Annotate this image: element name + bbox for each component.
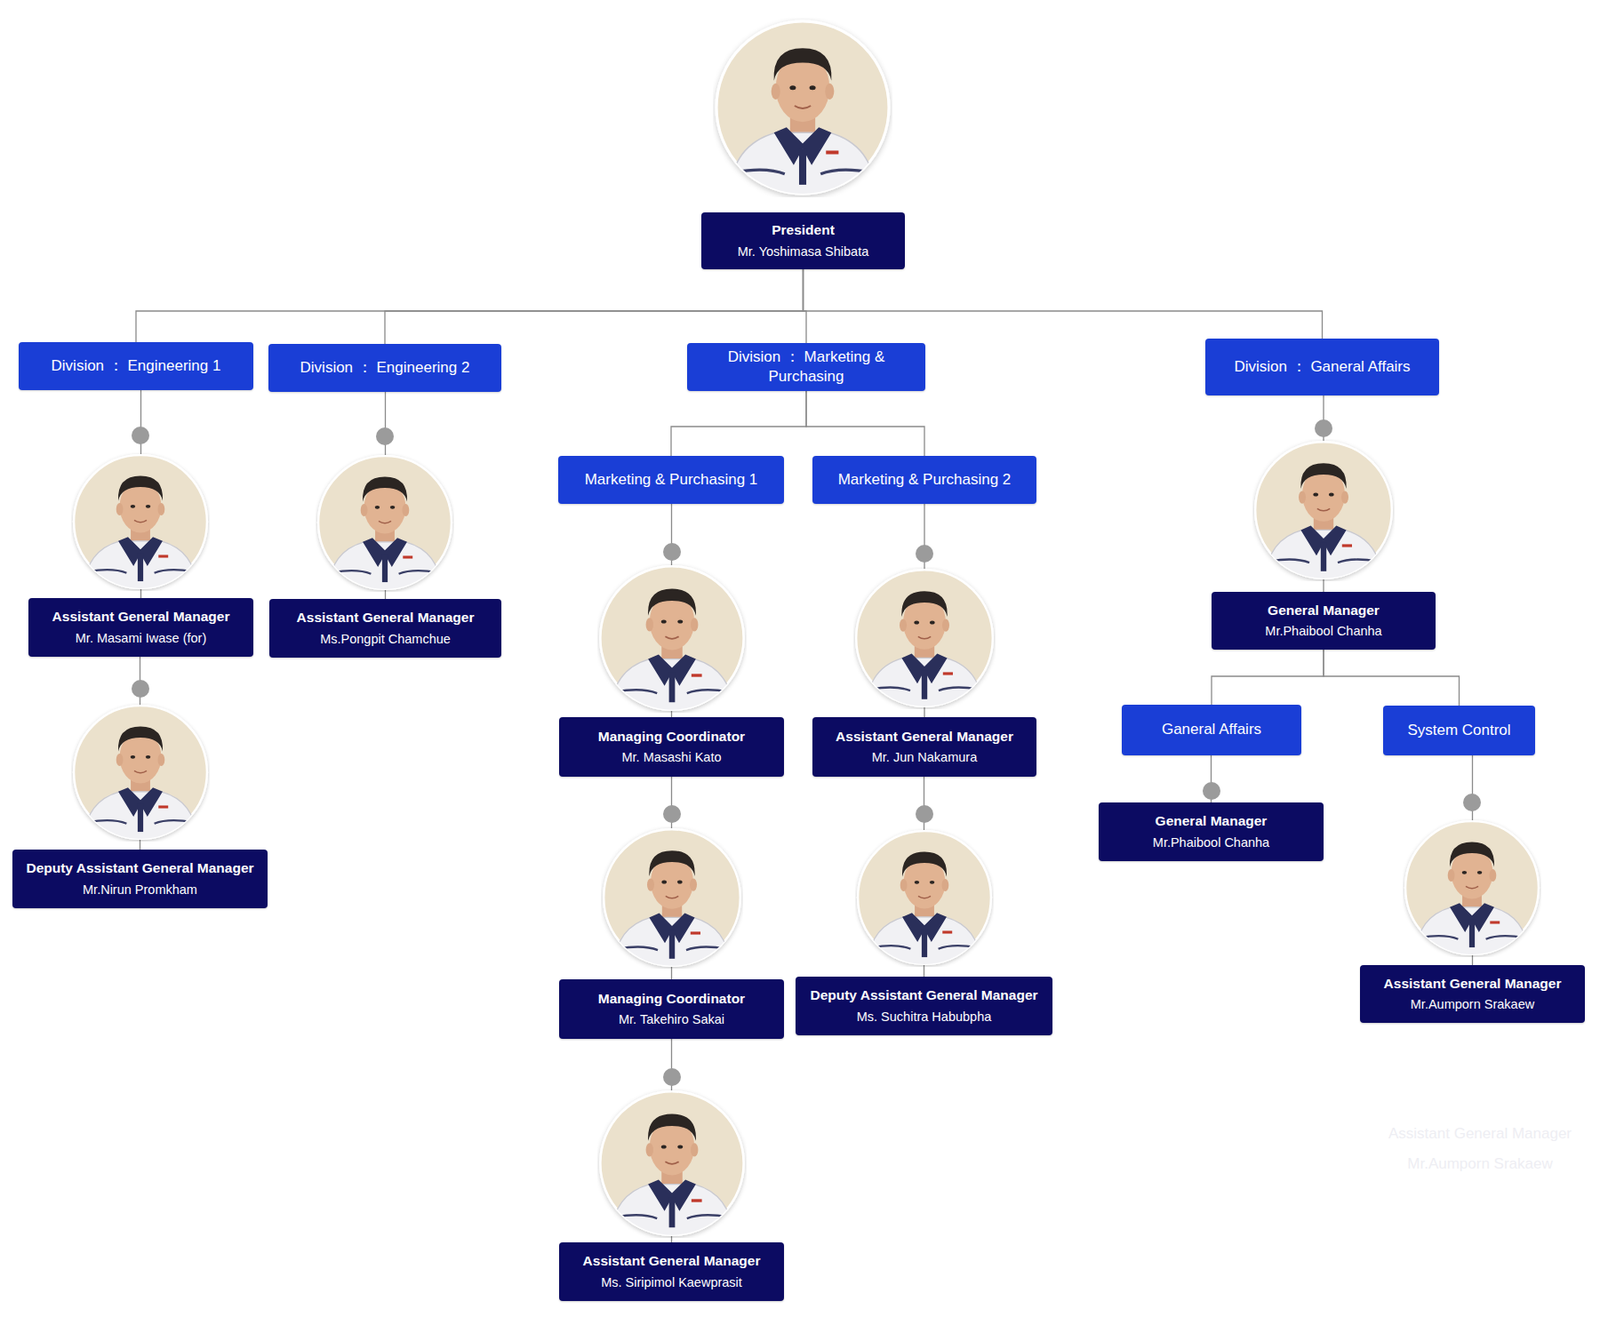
node-heading: Deputy Assistant General Manager (809, 985, 1038, 1006)
node-heading: Assistant General Manager (583, 1251, 761, 1272)
title-box: PresidentMr. Yoshimasa Shibata (701, 212, 905, 270)
watermark-text: Mr.Aumporn Srakaew (1407, 1155, 1552, 1174)
reporting-line (671, 391, 807, 456)
connector-group (136, 269, 1473, 1243)
node-heading: Assistant General Manager (1384, 974, 1562, 994)
title-box: Managing CoordinatorMr. Masashi Kato (559, 717, 784, 777)
portrait-photo (716, 21, 889, 198)
junction-dot (663, 1068, 681, 1087)
portrait-photo (1405, 821, 1539, 958)
node-name: Ms.Pongpit Chamchue (320, 630, 451, 649)
watermark-text: Assistant General Manager (1388, 1125, 1572, 1144)
node-heading: Managing Coordinator (598, 727, 745, 747)
node-heading: Ganeral Affairs (1161, 720, 1262, 740)
title-box: General ManagerMr.Phaibool Chanha (1098, 802, 1324, 862)
node-heading: General Manager (1267, 600, 1380, 621)
division-box: Division ： Ganeral Affairs (1205, 338, 1440, 396)
junction-dot (915, 805, 934, 824)
junction-dot (1202, 782, 1221, 800)
division-box: System Control (1383, 705, 1536, 756)
node-name: Mr.Phaibool Chanha (1264, 622, 1382, 641)
junction-dot (376, 427, 394, 446)
portrait-photo (1255, 441, 1392, 582)
node-heading: General Manager (1155, 811, 1268, 832)
node-heading: Deputy Assistant General Manager (25, 858, 254, 879)
division-box: Ganeral Affairs (1121, 704, 1302, 756)
junction-dot (663, 805, 681, 824)
node-name: Mr. Yoshimasa Shibata (737, 242, 870, 262)
division-box: Division ： Engineering 1 (18, 342, 254, 391)
portrait-photo (600, 566, 744, 713)
photo-group (73, 21, 1539, 1239)
portrait-photo (73, 705, 208, 842)
node-heading: Assistant General Manager (296, 608, 475, 628)
division-box: Marketing & Purchasing 2 (812, 456, 1037, 504)
division-box: Division ： Marketing & Purchasing (687, 343, 926, 392)
junction-dot (1314, 419, 1333, 438)
junction-dot (131, 680, 150, 698)
title-box: General ManagerMr.Phaibool Chanha (1211, 592, 1436, 650)
node-heading: Assistant General Manager (835, 727, 1014, 747)
title-box: Managing CoordinatorMr. Takehiro Sakai (559, 979, 784, 1040)
node-heading: Marketing & Purchasing 1 (584, 470, 759, 490)
junction-dot (915, 544, 934, 563)
node-heading: Division ： Ganeral Affairs (1233, 357, 1410, 377)
node-heading: Managing Coordinator (598, 989, 745, 1009)
node-heading: Assistant General Manager (52, 607, 231, 627)
node-name: Mr.Aumporn Srakaew (1410, 995, 1535, 1015)
portrait-photo (600, 1091, 744, 1239)
title-box: Deputy Assistant General ManagerMs. Such… (795, 976, 1053, 1036)
division-box: Marketing & Purchasing 1 (558, 456, 784, 504)
node-name: Mr. Takehiro Sakai (618, 1010, 725, 1030)
portrait-photo (603, 829, 741, 969)
title-box: Assistant General ManagerMr. Masami Iwas… (28, 598, 254, 657)
node-heading: President (771, 220, 835, 240)
reporting-line (1323, 649, 1460, 706)
title-box: Deputy Assistant General ManagerMr.Nirun… (12, 849, 268, 909)
portrait-photo (318, 456, 452, 592)
portrait-photo (73, 455, 208, 592)
node-name: Mr. Masami Iwase (for) (75, 629, 207, 648)
node-name: Mr. Jun Nakamura (872, 748, 977, 768)
node-heading: Marketing & Purchasing 2 (838, 470, 1012, 490)
reporting-line (803, 269, 1323, 339)
node-name: Mr. Masashi Kato (621, 748, 721, 768)
node-heading: Division ： Marketing & Purchasing (697, 347, 915, 387)
node-name: Mr.Nirun Promkham (82, 880, 198, 900)
node-heading: System Control (1407, 720, 1511, 741)
node-name: Ms. Suchitra Habubpha (856, 1008, 992, 1027)
junction-dot (663, 543, 681, 561)
reporting-line (136, 269, 804, 343)
junction-dot (131, 426, 150, 445)
node-heading: Division ： Engineering 1 (51, 356, 222, 376)
reporting-line (384, 269, 804, 344)
portrait-photo (857, 831, 992, 968)
junction-dot (1463, 793, 1481, 812)
reporting-line (1211, 649, 1324, 705)
title-box: Assistant General ManagerMr. Jun Nakamur… (812, 717, 1037, 777)
reporting-line (806, 391, 925, 456)
node-heading: Division ： Engineering 2 (300, 358, 471, 378)
title-box: Assistant General ManagerMr.Aumporn Srak… (1360, 965, 1585, 1024)
node-name: Mr.Phaibool Chanha (1152, 833, 1270, 853)
title-box: Assistant General ManagerMs.Pongpit Cham… (269, 599, 502, 658)
division-box: Division ： Engineering 2 (268, 344, 502, 392)
node-name: Ms. Siripimol Kaewprasit (600, 1273, 743, 1293)
title-box: Assistant General ManagerMs. Siripimol K… (559, 1242, 784, 1302)
portrait-photo (856, 569, 993, 710)
dot-group (131, 419, 1481, 1087)
